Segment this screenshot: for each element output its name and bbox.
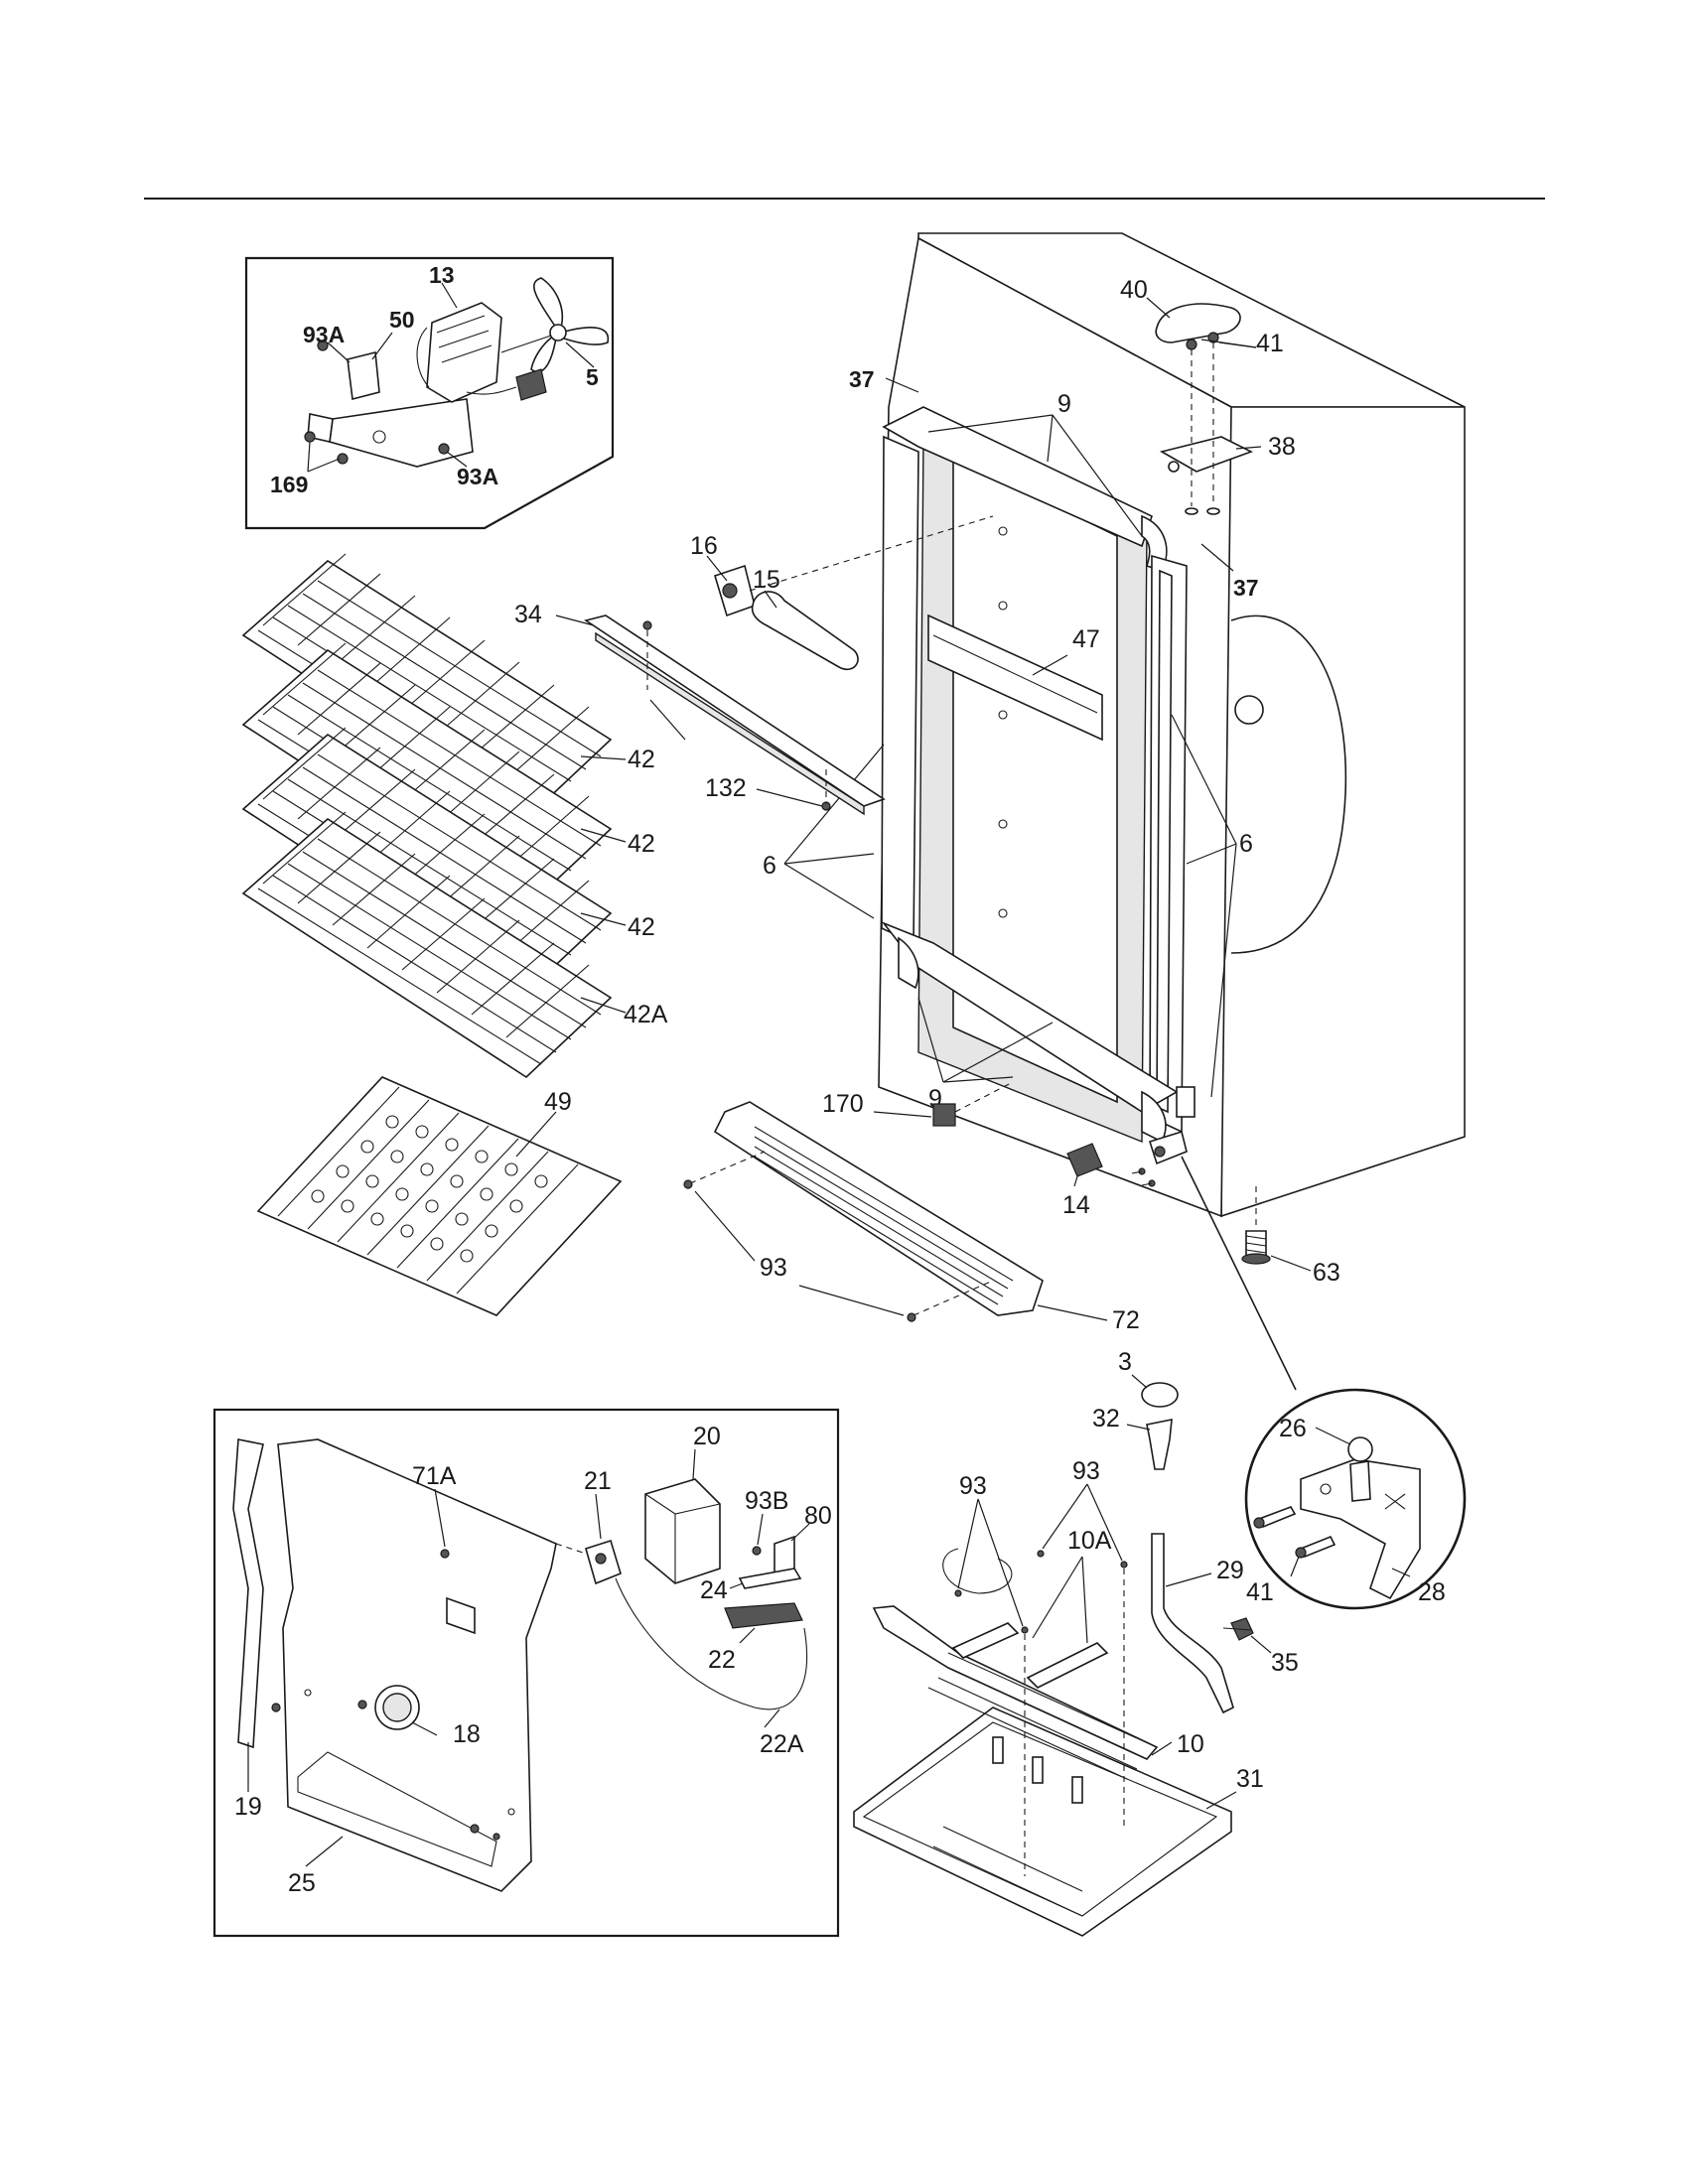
callout-6-right: 6 [1239, 830, 1253, 858]
callout-28: 28 [1418, 1578, 1446, 1606]
callout-18: 18 [453, 1720, 481, 1748]
callout-15: 15 [753, 566, 780, 594]
callout-37-right: 37 [1233, 575, 1259, 601]
callout-40: 40 [1120, 276, 1148, 304]
callout-132: 132 [705, 774, 747, 802]
callout-32: 32 [1092, 1405, 1120, 1433]
shelf-42a [241, 811, 613, 1079]
callout-93-heater-right: 93 [1072, 1457, 1100, 1485]
callout-10: 10 [1177, 1730, 1204, 1758]
callout-93a-lower: 93A [457, 464, 498, 489]
callout-49: 49 [544, 1088, 572, 1116]
callout-93-heater-left: 93 [959, 1472, 987, 1500]
basket-49: 49 [256, 1076, 623, 1316]
callout-47: 47 [1072, 625, 1100, 653]
callout-38: 38 [1268, 433, 1296, 461]
wire-shelves: 42 42 42 42A [241, 553, 668, 1079]
top-hinge-assembly: 40 41 38 [1120, 276, 1296, 515]
callout-50: 50 [389, 307, 415, 333]
callout-29: 29 [1216, 1557, 1244, 1584]
callout-5: 5 [586, 364, 599, 390]
callout-37-left: 37 [849, 366, 875, 392]
clip-170: 170 [822, 1081, 1014, 1127]
shelf-42-c [241, 727, 613, 995]
callout-42-a: 42 [628, 746, 655, 773]
callout-31: 31 [1236, 1765, 1264, 1793]
callout-22: 22 [708, 1646, 736, 1674]
inset-evaporator-cover: 19 71A 18 25 21 20 93B [212, 1408, 840, 1938]
callout-25: 25 [288, 1869, 316, 1897]
callout-6-left: 6 [763, 852, 776, 880]
callout-21: 21 [584, 1467, 612, 1495]
callout-42-c: 42 [628, 913, 655, 941]
detail-lower-hinge: 26 41 28 [1244, 1388, 1467, 1610]
callout-14: 14 [1062, 1191, 1090, 1219]
callout-13: 13 [429, 262, 455, 288]
callout-93a-upper: 93A [303, 322, 345, 347]
callout-170: 170 [822, 1090, 864, 1118]
leveler-63: 63 [1241, 1186, 1340, 1287]
callout-93b: 93B [745, 1487, 788, 1515]
callout-41-bottom: 41 [1246, 1578, 1274, 1606]
callout-72: 72 [1112, 1306, 1140, 1334]
callout-63: 63 [1313, 1259, 1340, 1287]
callout-9-top: 9 [1057, 390, 1071, 418]
callout-42-b: 42 [628, 830, 655, 858]
callout-71a: 71A [412, 1462, 457, 1490]
callout-20: 20 [693, 1423, 721, 1450]
callout-42a: 42A [624, 1001, 668, 1028]
callout-26: 26 [1279, 1415, 1307, 1442]
light-and-track: 16 15 34 132 [514, 515, 994, 816]
callout-34: 34 [514, 601, 542, 628]
callout-80: 80 [804, 1502, 832, 1530]
callout-93-front: 93 [760, 1254, 787, 1282]
callout-3: 3 [1118, 1348, 1132, 1376]
drain-pan-assembly: 31 10 10A 93 93 3 32 29 [853, 1348, 1299, 1937]
callout-22a: 22A [760, 1730, 804, 1758]
callout-35: 35 [1271, 1649, 1299, 1677]
switch-and-lower-hinge: 14 [1062, 1130, 1297, 1391]
toe-grille-72: 93 72 [683, 1101, 1140, 1334]
inset-fan-motor: 13 93A 50 5 169 93A [244, 256, 615, 530]
callout-41-top: 41 [1256, 330, 1284, 357]
callout-169: 169 [270, 472, 308, 497]
callout-16: 16 [690, 532, 718, 560]
callout-10a: 10A [1067, 1527, 1112, 1555]
callout-24: 24 [700, 1576, 728, 1604]
callout-19: 19 [234, 1793, 262, 1821]
